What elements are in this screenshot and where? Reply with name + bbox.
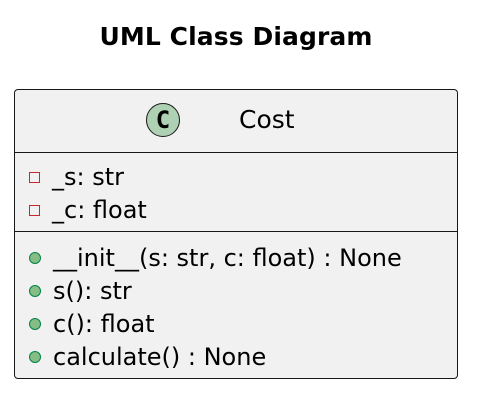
private-visibility-icon <box>29 171 40 183</box>
public-visibility-icon <box>29 252 41 264</box>
method-text: c(): float <box>53 310 155 338</box>
method-row: c(): float <box>29 309 155 339</box>
class-name: Cost <box>239 105 295 134</box>
class-cost[interactable]: C Cost _s: str _c: float __init__(s: str… <box>14 89 458 379</box>
fields-divider <box>15 231 457 232</box>
class-stereotype-icon: C <box>146 103 180 137</box>
method-text: __init__(s: str, c: float) : None <box>53 244 402 272</box>
field-text: _s: str <box>52 163 124 191</box>
public-visibility-icon <box>29 351 41 363</box>
private-visibility-icon <box>29 204 40 216</box>
method-row: __init__(s: str, c: float) : None <box>29 243 402 273</box>
method-row: s(): str <box>29 276 132 306</box>
field-text: _c: float <box>52 196 147 224</box>
method-text: s(): str <box>53 277 132 305</box>
field-row: _s: str <box>29 162 124 192</box>
method-row: calculate() : None <box>29 342 266 372</box>
diagram-title: UML Class Diagram <box>99 22 373 51</box>
method-text: calculate() : None <box>53 343 267 371</box>
header-divider <box>15 152 457 153</box>
public-visibility-icon <box>29 318 41 330</box>
class-header: C Cost <box>15 90 457 152</box>
public-visibility-icon <box>29 285 41 297</box>
field-row: _c: float <box>29 195 147 225</box>
